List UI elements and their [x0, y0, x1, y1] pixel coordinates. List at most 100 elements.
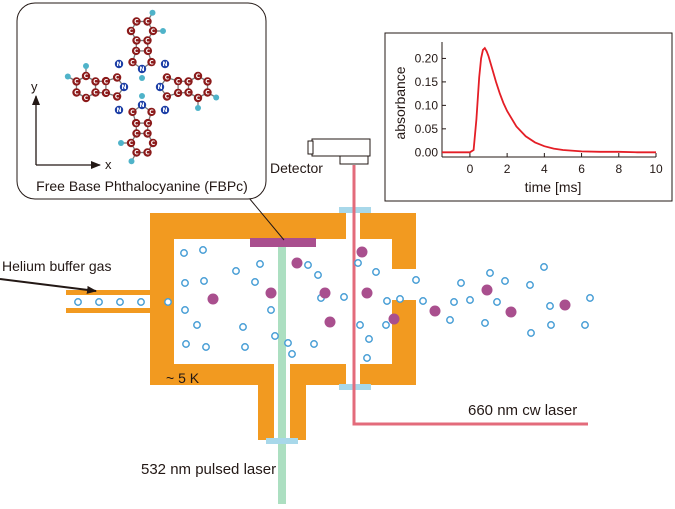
- carbon-atom-label: C: [134, 131, 139, 138]
- carbon-atom: [203, 77, 212, 86]
- nitrogen-atom: [119, 82, 129, 92]
- helium-atom: [95, 298, 103, 306]
- carbon-atom-label: C: [134, 120, 139, 127]
- nitrogen-atom: [160, 59, 170, 69]
- helium-atom: [314, 271, 322, 279]
- x-tick-label: 8: [615, 162, 622, 176]
- y-tick-label: 0.05: [415, 122, 439, 136]
- carbon-atom: [126, 138, 136, 148]
- molecule-caption: Free Base Phthalocyanine (FBPc): [36, 178, 248, 194]
- helium-atom: [581, 321, 589, 329]
- helium-atom: [547, 321, 555, 329]
- y-tick-label: 0.00: [415, 145, 439, 159]
- helium-atom: [181, 306, 189, 314]
- y-tick-label: 0.15: [415, 75, 439, 89]
- nitrogen-atom-label: N: [121, 84, 126, 91]
- carbon-atom: [72, 77, 81, 86]
- carbon-atom: [143, 36, 152, 45]
- carbon-atom: [143, 17, 152, 26]
- helium-atom: [74, 298, 82, 306]
- detector: [307, 138, 371, 165]
- helium-atom: [586, 294, 594, 302]
- fbpc-molecule: [361, 287, 373, 299]
- carbon-atom: [81, 93, 91, 103]
- helium-atom: [493, 298, 501, 306]
- carbon-atom-label: C: [205, 79, 210, 86]
- carbon-atom-label: C: [145, 131, 150, 138]
- hydrogen-atom: [139, 75, 145, 81]
- carbon-atom-label: C: [196, 73, 201, 80]
- carbon-atom: [112, 92, 122, 101]
- carbon-atom: [72, 88, 81, 97]
- helium-atom: [310, 340, 318, 348]
- cw-laser-beam: [352, 165, 588, 426]
- carbon-atom-label: C: [84, 73, 89, 80]
- helium-atom: [241, 343, 249, 351]
- carbon-atom: [101, 88, 111, 98]
- y-tick-label: 0.20: [415, 51, 439, 65]
- carbon-atom-label: C: [134, 150, 139, 157]
- carbon-atom-label: C: [129, 140, 134, 147]
- x-tick-label: 4: [541, 162, 548, 176]
- carbon-atom: [143, 148, 152, 157]
- helium-atom: [363, 354, 371, 362]
- helium-atom: [232, 267, 240, 275]
- helium-atom: [466, 296, 474, 304]
- helium-atom: [340, 293, 348, 301]
- helium-atom: [164, 298, 172, 306]
- carbon-atom: [81, 71, 91, 81]
- fbpc-molecule: [559, 299, 571, 311]
- carbon-atom-label: C: [134, 19, 139, 26]
- helium-label: Helium buffer gas: [2, 258, 111, 274]
- carbon-atom: [173, 76, 183, 86]
- carbon-atom: [101, 76, 111, 86]
- helium-atom: [271, 332, 279, 340]
- carbon-atom: [148, 26, 158, 36]
- fbpc-molecule: [356, 246, 368, 258]
- helium-atom: [446, 316, 454, 324]
- helium-atom: [486, 269, 494, 277]
- helium-atom: [251, 278, 259, 286]
- fbpc-molecule: [207, 293, 219, 305]
- carbon-atom-label: C: [149, 109, 154, 116]
- carbon-atom-label: C: [115, 94, 120, 101]
- helium-atom: [527, 329, 535, 337]
- helium-atom: [396, 295, 404, 303]
- hydrogen-atom: [195, 105, 201, 111]
- x-tick-label: 10: [649, 162, 663, 176]
- y-tick-label: 0.10: [415, 98, 439, 112]
- helium-atom: [457, 279, 465, 287]
- helium-atom: [182, 340, 190, 348]
- helium-atom: [382, 321, 390, 329]
- carbon-atom: [132, 129, 141, 138]
- axis-y-label: y: [31, 79, 38, 94]
- carbon-atom-label: C: [93, 90, 98, 97]
- carbon-atom-label: C: [196, 95, 201, 102]
- fbpc-molecule: [319, 287, 331, 299]
- carbon-atom-label: C: [149, 59, 154, 66]
- nitrogen-atom: [114, 59, 124, 69]
- carbon-atom: [143, 46, 153, 56]
- carbon-atom: [147, 107, 156, 117]
- carbon-atom-label: C: [186, 90, 191, 97]
- hydrogen-atom: [139, 93, 145, 99]
- helium-atom: [180, 249, 188, 257]
- helium-atom: [239, 323, 247, 331]
- helium-atom: [412, 276, 420, 284]
- helium-atom: [181, 279, 189, 287]
- helium-atom: [450, 298, 458, 306]
- carbon-atom: [112, 73, 122, 82]
- helium-atom: [481, 319, 489, 327]
- helium-atom: [267, 306, 275, 314]
- hydrogen-atom: [83, 63, 89, 69]
- carbon-atom: [162, 92, 172, 101]
- fbpc-molecule: [429, 305, 441, 317]
- carbon-atom-label: C: [130, 59, 135, 66]
- carbon-atom: [131, 118, 141, 128]
- helium-atom: [365, 335, 373, 343]
- carbon-atom: [126, 26, 136, 36]
- axis-x-label: x: [105, 157, 112, 172]
- carbon-atom-label: C: [145, 19, 150, 26]
- carbon-atom-label: C: [74, 90, 79, 97]
- helium-atom: [526, 281, 534, 289]
